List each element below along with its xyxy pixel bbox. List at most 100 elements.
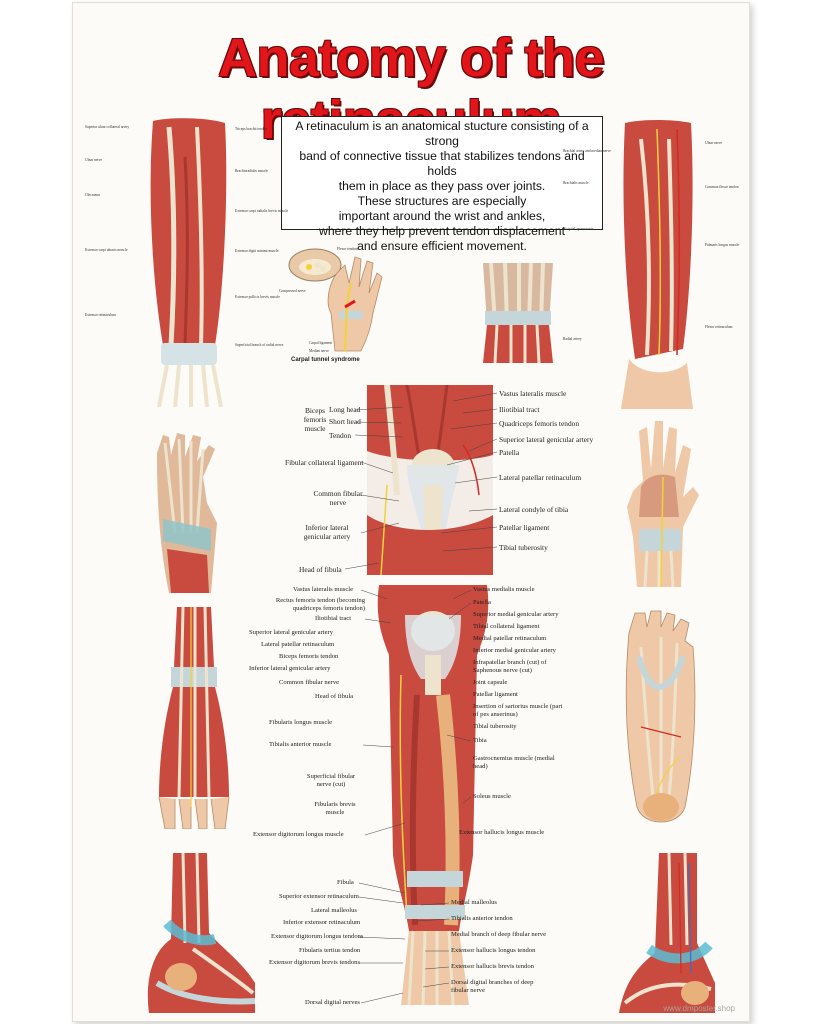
label: Lateral malleolus — [311, 907, 357, 914]
label: Iliotibial tract — [315, 615, 352, 622]
label: Long head — [329, 405, 361, 414]
label: Extensor digitorum longus tendons — [271, 933, 364, 940]
label: Tendon — [329, 431, 352, 440]
wrist-dorsal-illustration — [473, 263, 563, 363]
label: Extensor carpi ulnaris muscle — [85, 248, 128, 252]
label: Flexor retinaculum — [705, 325, 733, 329]
label: Common fibular nerve — [313, 489, 363, 507]
label: Compressed nerve — [279, 289, 306, 293]
label: Tibial collateral ligament — [473, 623, 540, 630]
label: Lateral patellar retinaculum — [261, 641, 335, 648]
hand-dorsal-illustration — [147, 433, 235, 593]
ankle-lateral-illustration — [143, 853, 257, 1013]
foot-plantar-illustration — [619, 607, 701, 829]
carpal-tunnel-illustration — [285, 243, 385, 353]
label: Superior ulnar collateral artery — [85, 125, 130, 129]
label: Dorsal digital nerves — [305, 999, 360, 1006]
label: Biceps femoris muscle — [303, 406, 327, 433]
label: Extensor digitorum longus muscle — [253, 831, 344, 838]
label: Inferior extensor retinaculum — [283, 919, 361, 926]
foot-dorsal-illustration — [149, 607, 239, 829]
label: Superior medial genicular artery — [473, 611, 559, 618]
label: Medial branch of deep fibular nerve — [451, 931, 547, 938]
label: Medial patellar retinaculum — [473, 635, 547, 642]
label: Triceps brachii tendon — [235, 127, 268, 131]
label: Extensor hallucis brevis tendon — [451, 963, 534, 970]
label: Superficial branch of radial nerve — [235, 343, 284, 347]
label: Common flexor tendon — [705, 185, 739, 189]
label: Patellar ligament — [473, 691, 518, 698]
label: Vastus lateralis muscle — [499, 389, 567, 398]
label: Patellar ligament — [499, 523, 550, 532]
label: Bicipital aponeurosis — [563, 227, 594, 231]
carpal-tunnel-caption: Carpal tunnel syndrome — [291, 357, 360, 363]
poster: Anatomy of the retinaculum A retinaculum… — [72, 2, 750, 1022]
label: Fibularis tertius tendon — [299, 947, 361, 954]
label: Quadriceps femoris tendon — [499, 419, 580, 428]
intro-line: These structures are especially — [357, 194, 527, 208]
label: Brachioradialis muscle — [235, 169, 269, 173]
label: Joint capsule — [473, 679, 508, 686]
watermark: www.dmposter.shop — [663, 1004, 735, 1013]
label: Tibialis anterior muscle — [269, 741, 332, 748]
label: Medial malleolus — [451, 899, 497, 906]
forearm-anterior-illustration — [611, 119, 701, 409]
label: Iliotibial tract — [499, 405, 540, 414]
label: Ulnar nerve — [85, 158, 103, 162]
label: Superior lateral genicular artery — [249, 629, 334, 636]
label: Gastrocnemius muscle (medial head) — [473, 755, 555, 770]
label: Patella — [473, 599, 491, 606]
label: Inferior medial genicular artery — [473, 647, 556, 654]
label: Extensor retinaculum — [85, 313, 116, 317]
label: Median nerve — [309, 349, 329, 353]
label: Insertion of sartorius muscle (part of p… — [473, 703, 563, 718]
label: Radial artery — [563, 337, 582, 341]
label: Fibularis longus muscle — [269, 719, 333, 726]
label: Fibularis brevis muscle — [314, 801, 356, 816]
ankle-medial-illustration — [619, 853, 719, 1013]
label: Patella — [499, 448, 520, 457]
label: Extensor digitorum brevis tendons — [269, 959, 361, 966]
label: Soleus muscle — [473, 793, 511, 800]
label: Fibula — [337, 879, 354, 886]
label: Common fibular nerve — [279, 679, 340, 686]
label: Flexor tendons — [337, 247, 359, 251]
label: Olecranon — [85, 193, 100, 197]
intro-line: where they help prevent tendon displacem… — [319, 224, 565, 238]
label: Extensor hallucis longus tendon — [451, 947, 536, 954]
label: Inferior lateral genicular artery — [303, 523, 351, 541]
label: Extensor digiti minimi muscle — [235, 249, 279, 253]
label: Tibialis anterior tendon — [451, 915, 513, 922]
label: Fibular collateral ligament — [285, 458, 364, 467]
label: Tibia — [473, 737, 487, 744]
label: Infrapatellar branch (cut) of Saphenous … — [473, 659, 547, 674]
label: Superior extensor retinaculum — [279, 893, 359, 900]
label: Brachialis muscle — [563, 181, 589, 185]
label: Dorsal digital branches of deep fibular … — [451, 979, 534, 994]
label: Lateral condyle of tibia — [499, 505, 569, 514]
label: Head of fibula — [315, 693, 354, 700]
label: Vastus lateralis muscle — [293, 586, 354, 593]
label: Palmaris longus muscle — [705, 243, 740, 247]
label: Rectus femoris tendon (becoming quadrice… — [275, 597, 365, 612]
label: Short head — [329, 417, 361, 426]
label: Superficial fibular nerve (cut) — [306, 773, 356, 788]
label: Extensor pollicis brevis muscle — [235, 295, 281, 299]
label: Ulnar nerve — [705, 141, 723, 145]
label: Inferior lateral genicular artery — [249, 665, 331, 672]
label: Tibial tuberosity — [473, 723, 517, 730]
label: Lateral patellar retinaculum — [499, 473, 582, 482]
label: Vastus medialis muscle — [473, 586, 535, 593]
label: Superior lateral genicular artery — [499, 435, 594, 444]
intro-text-box: A retinaculum is an anatomical stucture … — [281, 116, 603, 253]
intro-line: band of connective tissue that stabilize… — [299, 149, 585, 178]
knee-illustration — [367, 385, 493, 575]
label: Carpal ligament — [309, 341, 333, 345]
label: Brachial artery and median nerve — [563, 149, 611, 153]
forearm-posterior-illustration — [145, 117, 231, 407]
label: Extensor carpi radialis brevis muscle — [235, 209, 289, 213]
intro-line: them in place as they pass over joints. — [338, 179, 546, 193]
intro-line: important around the wrist and ankles, — [338, 209, 546, 223]
hand-palmar-illustration — [619, 417, 701, 587]
label: Extensor hallucis longus muscle — [459, 829, 545, 836]
